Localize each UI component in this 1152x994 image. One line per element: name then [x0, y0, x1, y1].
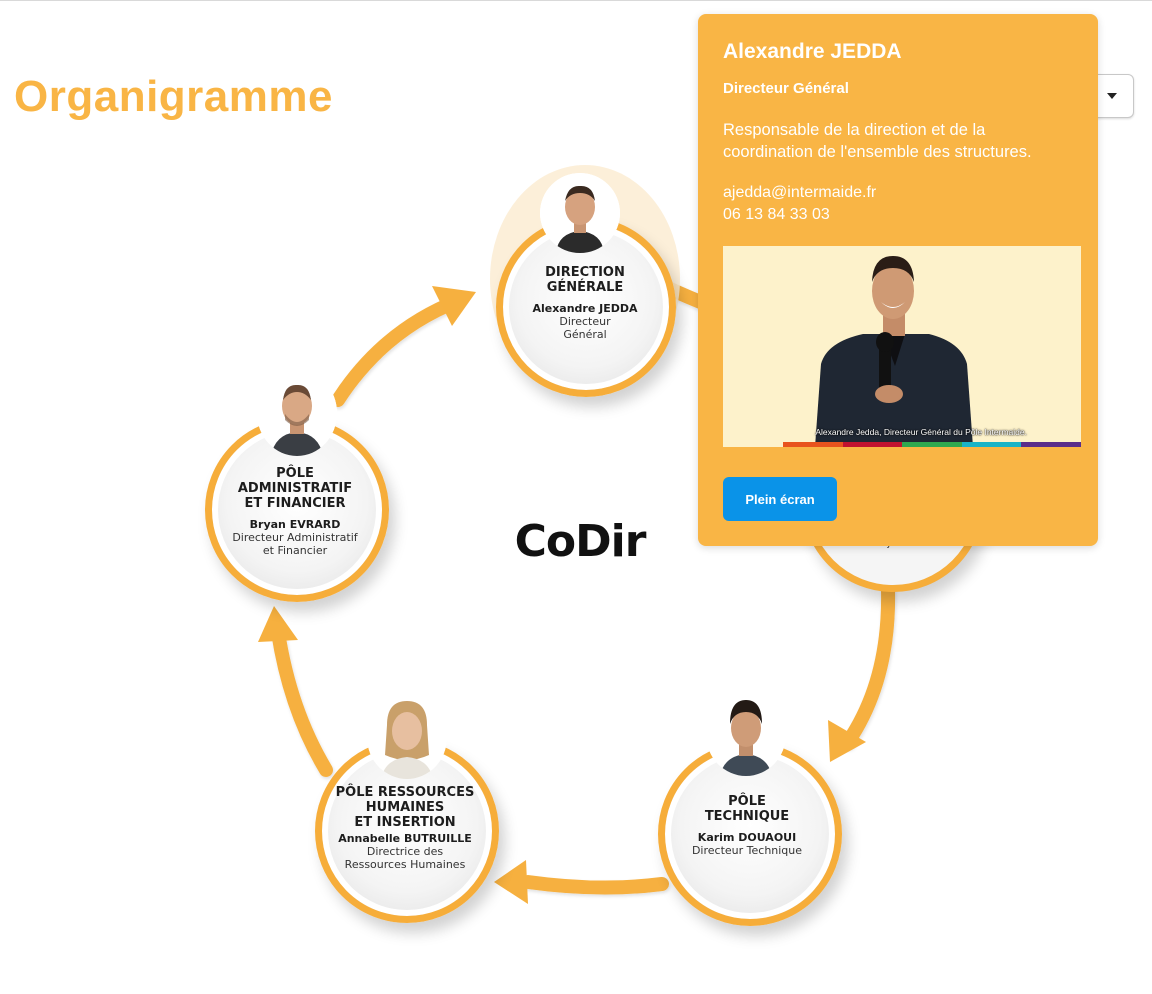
- person-photo-icon: [706, 692, 786, 776]
- role-line: et Financier: [262, 544, 328, 557]
- arrowhead-dg: [432, 286, 476, 326]
- arrowhead-paf: [258, 606, 298, 642]
- video-caption: Alexandre Jedda, Directeur Général du Pô…: [815, 427, 1027, 437]
- node-pole-administratif-financier[interactable]: PÔLE ADMINISTRATIF ET FINANCIER Bryan EV…: [205, 370, 395, 602]
- avatar-karim-douaoui: [706, 692, 786, 776]
- stripe: [1021, 442, 1081, 447]
- stripe: [842, 442, 903, 447]
- popup-email-link[interactable]: ajedda@intermaide.fr: [723, 184, 877, 201]
- person-name: Alexandre JEDDA: [532, 302, 638, 315]
- arrow-paf-to-dg: [331, 298, 455, 407]
- top-divider: [0, 0, 1152, 1]
- avatar-alexandre-jedda: [540, 173, 620, 253]
- pole-line: PÔLE RESSOURCES: [335, 785, 475, 800]
- pole-line: DIRECTION: [545, 265, 625, 280]
- person-name: Annabelle BUTRUILLE: [338, 832, 472, 845]
- caret-down-icon: [1107, 93, 1117, 99]
- pole-line: ADMINISTRATIF: [237, 481, 353, 496]
- codir-label: CoDir: [514, 516, 647, 567]
- popup-description: Responsable de la direction et de la coo…: [723, 121, 1032, 161]
- arrowhead-pt: [828, 720, 866, 762]
- fullscreen-button[interactable]: Plein écran: [723, 477, 837, 521]
- avatar-annabelle-butruille: [367, 695, 447, 779]
- role-line: Directeur: [559, 315, 611, 328]
- pole-line: ET FINANCIER: [244, 496, 346, 511]
- role-line: Ressources Humaines: [344, 858, 466, 871]
- arrow-pt-to-prh: [521, 875, 669, 895]
- pole-line: GÉNÉRALE: [546, 280, 624, 295]
- stripe: [902, 442, 962, 447]
- popup-role: Directeur Général: [723, 80, 849, 97]
- node-text: PÔLE ADMINISTRATIF ET FINANCIER Bryan EV…: [220, 466, 370, 557]
- role-line: Général: [563, 328, 607, 341]
- person-name: Bryan EVRARD: [249, 518, 341, 531]
- node-pole-technique[interactable]: PÔLE TECHNIQUE Karim DOUAOUI Directeur T…: [658, 692, 848, 926]
- node-pole-ressources-humaines[interactable]: PÔLE RESSOURCES HUMAINES ET INSERTION An…: [315, 695, 505, 925]
- node-text: PÔLE RESSOURCES HUMAINES ET INSERTION An…: [327, 785, 483, 871]
- node-text: PÔLE TECHNIQUE Karim DOUAOUI Directeur T…: [672, 794, 822, 857]
- arrow-prh-to-paf: [271, 625, 333, 777]
- stripe: [783, 442, 843, 447]
- pole-line: HUMAINES: [365, 800, 445, 815]
- role-line: Directeur Administratif: [232, 531, 358, 544]
- pole-line: PÔLE: [276, 466, 314, 481]
- popup-phone: 06 13 84 33 03: [723, 206, 830, 223]
- video-color-stripes: [783, 442, 1081, 447]
- arrow-right-to-pt: [841, 583, 896, 749]
- page-title: Organigramme: [14, 72, 333, 121]
- role-line: Directeur Technique: [691, 844, 803, 857]
- node-text: DIRECTION GÉNÉRALE Alexandre JEDDA Direc…: [510, 265, 660, 341]
- avatar-bryan-evrard: [257, 370, 337, 456]
- pole-line: TECHNIQUE: [704, 809, 790, 824]
- pole-line: ET INSERTION: [354, 815, 456, 830]
- pole-line: PÔLE: [728, 794, 766, 809]
- role-line: Directrice des: [366, 845, 444, 858]
- person-photo-icon: [367, 695, 447, 779]
- video-frame-person: [815, 256, 973, 447]
- person-photo-icon: [257, 370, 337, 456]
- stripe: [961, 442, 1022, 447]
- person-name: Karim DOUAOUI: [697, 831, 797, 844]
- popup-name: Alexandre JEDDA: [723, 40, 902, 63]
- person-photo-icon: [540, 173, 620, 253]
- video-player[interactable]: Alexandre Jedda, Directeur Général du Pô…: [723, 246, 1081, 447]
- arrowhead-prh: [494, 860, 528, 904]
- node-direction-generale[interactable]: DIRECTION GÉNÉRALE Alexandre JEDDA Direc…: [490, 165, 680, 397]
- person-detail-popup: Alexandre JEDDA Directeur Général Respon…: [698, 14, 1098, 546]
